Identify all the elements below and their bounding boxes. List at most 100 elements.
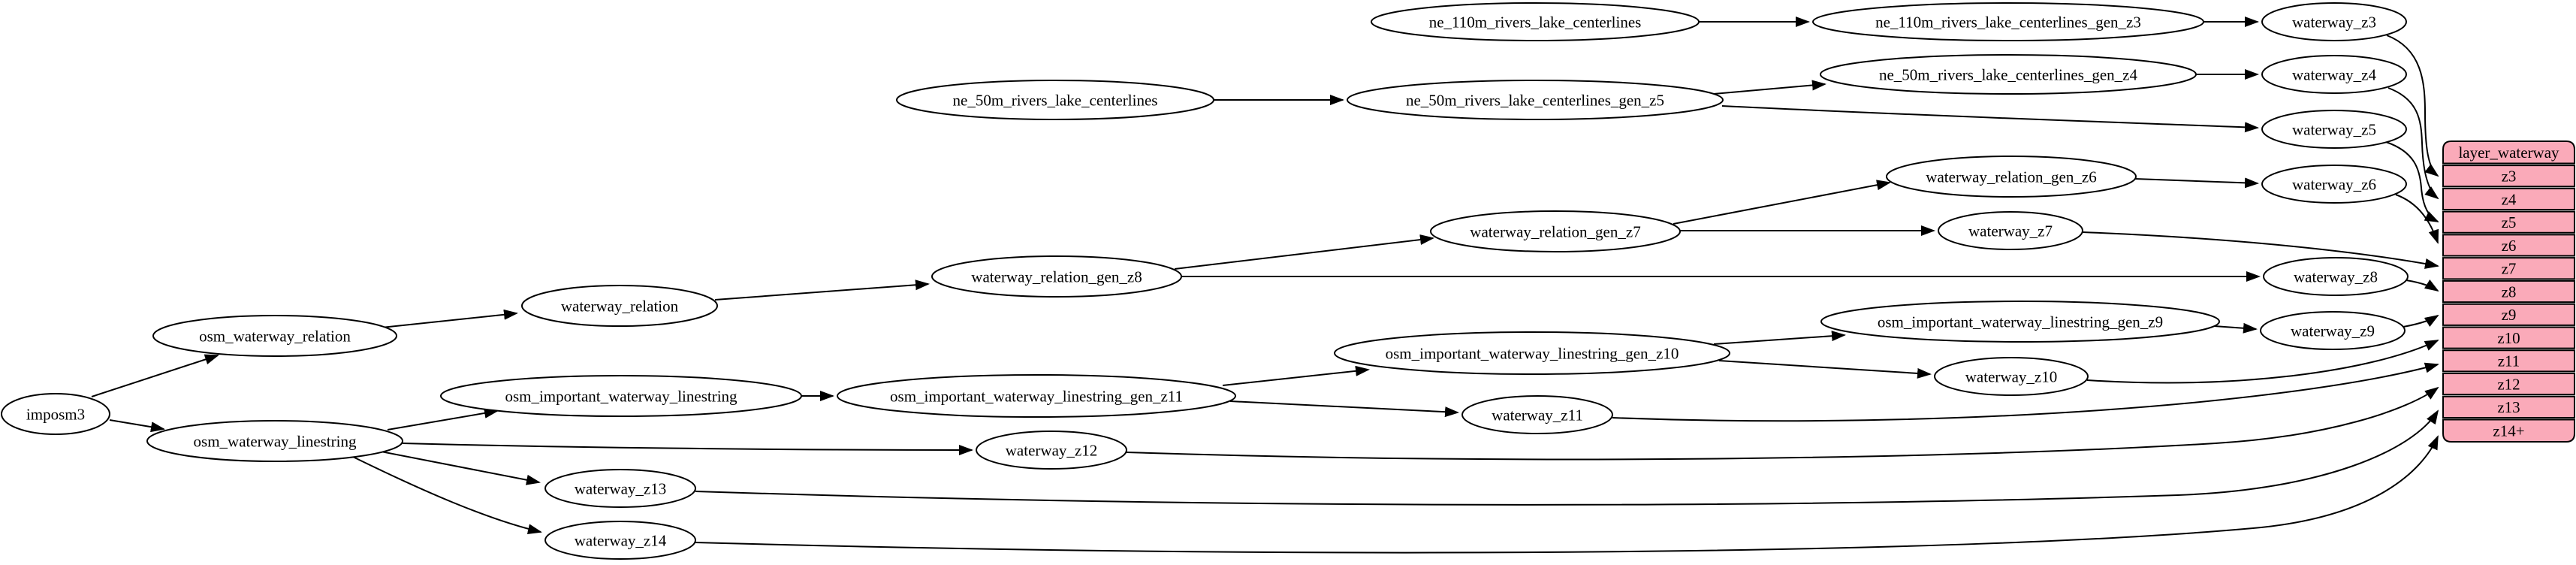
layer-table-cell-z7 — [2442, 257, 2575, 280]
node-shape-waterway_relation_gen_z6 — [1886, 156, 2137, 198]
node-label-waterway_z3: waterway_z3 — [2292, 13, 2376, 31]
layer-table-row-z6: z6 — [2442, 234, 2575, 257]
node-waterway_relation_gen_z8: waterway_relation_gen_z8 — [931, 255, 1182, 298]
edge-waterway_relation_gen_z8-to-waterway_relation_gen_z7 — [1174, 234, 1434, 270]
layer-table-row-label-z6: z6 — [2502, 237, 2517, 255]
layer-table-row-z11: z11 — [2442, 349, 2575, 373]
node-label-waterway_z5: waterway_z5 — [2292, 120, 2376, 138]
node-label-waterway_relation_gen_z7: waterway_relation_gen_z7 — [1470, 222, 1640, 240]
node-shape-ne_50m_rivers_lake_centerlines — [896, 80, 1214, 120]
edge-waterway_z11-to-layer_waterway-z11 — [1612, 362, 2439, 422]
node-ne_50m_rivers_lake_centerlines: ne_50m_rivers_lake_centerlines — [896, 80, 1214, 120]
node-waterway_z6: waterway_z6 — [2261, 165, 2407, 204]
node-ne_50m_rivers_lake_centerlines_gen_z5: ne_50m_rivers_lake_centerlines_gen_z5 — [1347, 80, 1724, 120]
node-shape-ne_110m_rivers_lake_centerlines_gen_z3 — [1812, 2, 2204, 41]
node-label-waterway_z10: waterway_z10 — [1965, 367, 2057, 385]
edges-layer — [91, 17, 2439, 554]
node-shape-waterway_relation_gen_z8 — [931, 255, 1182, 298]
layer-table-row-label-z5: z5 — [2502, 213, 2517, 231]
edge-imposm3-to-osm_waterway_linestring — [109, 419, 165, 433]
edge-waterway_z9-to-layer_waterway-z9 — [2403, 314, 2439, 328]
node-shape-waterway_z11 — [1461, 395, 1613, 434]
node-waterway_z7: waterway_z7 — [1938, 211, 2083, 250]
layer-table-row-z12: z12 — [2442, 373, 2575, 396]
edge-waterway_relation_gen_z7-to-waterway_relation_gen_z6 — [1673, 180, 1891, 225]
edge-ne_50m_rivers_lake_centerlines_gen_z5-to-ne_50m_rivers_lake_centerlines_gen_z4 — [1713, 80, 1826, 95]
node-waterway_z12: waterway_z12 — [976, 431, 1127, 470]
node-osm_waterway_linestring: osm_waterway_linestring — [146, 420, 403, 462]
layer-table-header: layer_waterway — [2442, 140, 2575, 165]
layer-table-row-label-z8: z8 — [2502, 282, 2517, 301]
node-label-ne_110m_rivers_lake_centerlines: ne_110m_rivers_lake_centerlines — [1429, 13, 1642, 31]
edge-waterway_z8-to-layer_waterway-z8 — [2406, 279, 2439, 292]
node-imposm3: imposm3 — [1, 393, 110, 435]
node-waterway_z14: waterway_z14 — [544, 521, 696, 560]
node-osm_important_waterway_linestring_gen_z10: osm_important_waterway_linestring_gen_z1… — [1334, 331, 1730, 375]
node-label-ne_110m_rivers_lake_centerlines_gen_z3: ne_110m_rivers_lake_centerlines_gen_z3 — [1875, 13, 2141, 31]
edge-waterway_z7-to-layer_waterway-z7 — [2082, 231, 2439, 269]
node-waterway_relation_gen_z6: waterway_relation_gen_z6 — [1886, 156, 2137, 198]
layer-table: layer_waterwayz3z4z5z6z7z8z9z10z11z12z13… — [2442, 140, 2575, 443]
layer-table-cell-z10 — [2442, 326, 2575, 349]
node-shape-osm_important_waterway_linestring_gen_z10 — [1334, 331, 1730, 375]
node-waterway_z5: waterway_z5 — [2261, 110, 2407, 149]
node-waterway_z13: waterway_z13 — [544, 469, 696, 508]
node-shape-waterway_z6 — [2261, 165, 2407, 204]
node-waterway_relation_gen_z7: waterway_relation_gen_z7 — [1430, 210, 1681, 252]
node-label-osm_important_waterway_linestring_gen_z11: osm_important_waterway_linestring_gen_z1… — [890, 387, 1183, 405]
node-shape-osm_important_waterway_linestring — [440, 375, 802, 417]
node-label-waterway_z13: waterway_z13 — [575, 479, 666, 497]
layer-table-cell-z13 — [2442, 395, 2575, 418]
node-label-osm_important_waterway_linestring_gen_z9: osm_important_waterway_linestring_gen_z9 — [1878, 313, 2163, 331]
layer-table-row-z14p: z14+ — [2442, 418, 2575, 443]
node-label-waterway_z9: waterway_z9 — [2291, 322, 2375, 340]
edge-waterway_z12-to-layer_waterway-z12 — [1126, 386, 2439, 461]
node-label-osm_important_waterway_linestring_gen_z10: osm_important_waterway_linestring_gen_z1… — [1386, 344, 1679, 362]
edge-osm_important_waterway_linestring_gen_z10-to-waterway_z10 — [1718, 360, 1932, 379]
node-shape-waterway_z7 — [1938, 211, 2083, 250]
layer-table-row-z10: z10 — [2442, 326, 2575, 349]
node-shape-waterway_z9 — [2260, 311, 2406, 350]
node-label-imposm3: imposm3 — [26, 405, 85, 423]
node-waterway_z9: waterway_z9 — [2260, 311, 2406, 350]
edge-imposm3-to-osm_waterway_relation — [91, 354, 219, 397]
node-label-waterway_relation: waterway_relation — [561, 297, 679, 315]
node-label-ne_50m_rivers_lake_centerlines_gen_z4: ne_50m_rivers_lake_centerlines_gen_z4 — [1879, 65, 2138, 83]
node-osm_important_waterway_linestring_gen_z9: osm_important_waterway_linestring_gen_z9 — [1820, 301, 2220, 343]
layer-table-cell-z9 — [2442, 303, 2575, 326]
layer-table-cell-z6 — [2442, 234, 2575, 257]
edge-osm_waterway_linestring-to-waterway_z12 — [402, 443, 973, 455]
node-label-osm_waterway_relation: osm_waterway_relation — [199, 327, 351, 345]
node-shape-osm_important_waterway_linestring_gen_z9 — [1820, 301, 2220, 343]
edge-osm_waterway_linestring-to-waterway_z14 — [352, 456, 542, 535]
edge-osm_important_waterway_linestring_gen_z11-to-osm_important_waterway_linestring_gen_z10 — [1222, 365, 1370, 386]
layer-table-row-label-z9: z9 — [2502, 306, 2517, 324]
edge-osm_important_waterway_linestring_gen_z11-to-waterway_z11 — [1229, 400, 1459, 418]
node-waterway_relation: waterway_relation — [521, 285, 718, 327]
layer-table-row-label-z11: z11 — [2498, 352, 2520, 370]
edge-waterway_z3-to-layer_waterway-z3 — [2386, 35, 2439, 177]
node-osm_waterway_relation: osm_waterway_relation — [152, 315, 397, 357]
node-shape-ne_110m_rivers_lake_centerlines — [1371, 2, 1700, 41]
layer-table-row-label-z3: z3 — [2502, 168, 2517, 186]
node-waterway_z3: waterway_z3 — [2261, 2, 2407, 41]
node-shape-waterway_relation — [521, 285, 718, 327]
layer-table-row-label-z4: z4 — [2502, 190, 2517, 208]
edge-waterway_z13-to-layer_waterway-z13 — [695, 409, 2439, 506]
node-label-waterway_z11: waterway_z11 — [1492, 406, 1583, 424]
node-shape-imposm3 — [1, 393, 110, 435]
layer-table-cell-z12 — [2442, 373, 2575, 396]
edge-osm_waterway_relation-to-waterway_relation — [381, 309, 518, 328]
node-waterway_z8: waterway_z8 — [2263, 257, 2409, 296]
layer-table-title: layer_waterway — [2458, 144, 2559, 162]
node-osm_important_waterway_linestring_gen_z11: osm_important_waterway_linestring_gen_z1… — [837, 374, 1236, 418]
edge-waterway_relation_gen_z6-to-waterway_z6 — [2134, 177, 2259, 189]
node-label-waterway_relation_gen_z8: waterway_relation_gen_z8 — [971, 267, 1142, 286]
layer-table-row-label-z13: z13 — [2497, 398, 2520, 416]
node-label-waterway_z7: waterway_z7 — [1968, 222, 2053, 240]
edge-waterway_z4-to-layer_waterway-z4 — [2387, 87, 2439, 200]
node-label-ne_50m_rivers_lake_centerlines: ne_50m_rivers_lake_centerlines — [953, 91, 1158, 109]
layer-table-cell-z8 — [2442, 279, 2575, 304]
layer-table-row-z4: z4 — [2442, 187, 2575, 211]
